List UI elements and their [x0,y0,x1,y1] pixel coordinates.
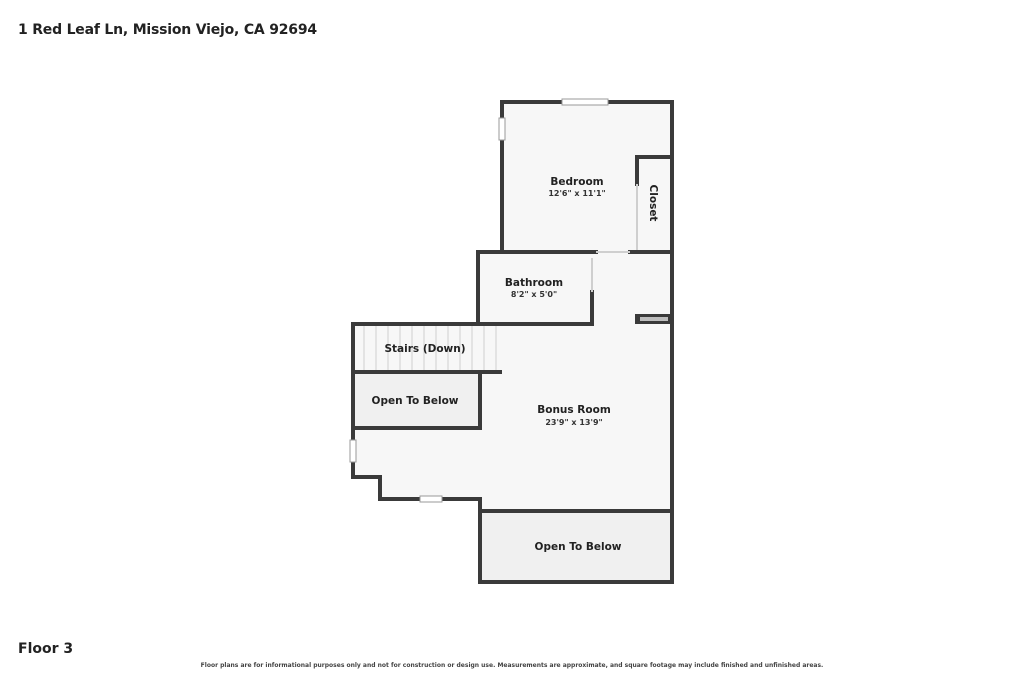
chimney-hatch [640,317,668,321]
window-bonus-bottom [419,495,443,503]
stairs-name: Stairs (Down) [384,343,465,355]
floor-fills [353,102,672,511]
closet-name: Closet [647,185,659,222]
open-area-fills [355,374,672,582]
property-address: 1 Red Leaf Ln, Mission Viejo, CA 92694 [18,22,317,38]
bedroom-name: Bedroom [550,176,603,188]
bonus-room-dims: 23'9" x 13'9" [545,418,602,427]
floor-label: Floor 3 [18,641,74,657]
open-to-below-bottom-name: Open To Below [535,541,622,553]
windows [349,98,609,503]
open-left-walls [353,372,482,430]
open-to-below-left-name: Open To Below [372,395,459,407]
closet-walls [635,155,674,186]
open-to-below-bottom-fill [481,512,672,582]
bedroom-dims: 12'6" x 11'1" [548,189,605,198]
window-bedroom-top [561,98,609,106]
stair-treads [363,326,497,371]
bonus-room-name: Bonus Room [537,404,611,416]
disclaimer: Floor plans are for informational purpos… [200,662,824,669]
walls [351,100,674,584]
window-bedroom-left [498,117,506,141]
stairs-walls [351,322,674,584]
bathroom-walls [476,250,594,326]
open-to-below-left-fill [355,374,480,429]
upper-hall-floor [478,252,672,326]
bathroom-dims: 8'2" x 5'0" [511,290,557,299]
bedroom-floor [502,102,672,252]
window-bonus-left [349,439,357,463]
bathroom-name: Bathroom [505,277,563,289]
